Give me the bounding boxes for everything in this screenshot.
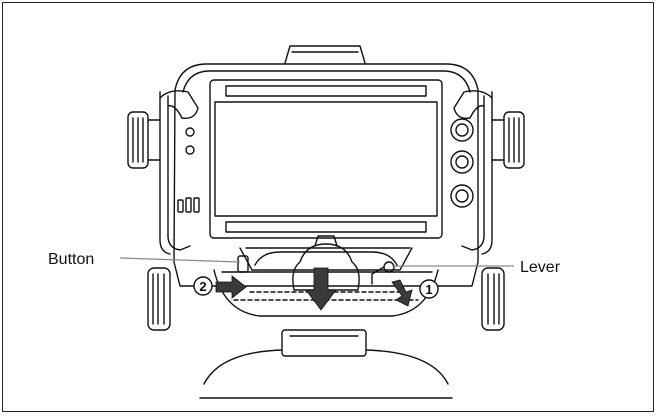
release-lever	[371, 261, 395, 285]
figure-frame	[2, 2, 654, 412]
base-mount	[199, 329, 453, 399]
lcd-screen	[209, 79, 443, 239]
lever-callout-label: Lever	[520, 259, 561, 276]
push-down-arrow	[305, 267, 337, 311]
right-side-dials	[450, 118, 474, 208]
left-upper-knob	[127, 111, 161, 169]
left-hood-arm	[159, 90, 199, 255]
release-button	[237, 255, 249, 273]
button-leader-line	[119, 257, 241, 263]
right-lower-knob	[481, 267, 505, 331]
button-callout-label: Button	[48, 251, 94, 268]
step2-marker: 2	[193, 276, 213, 296]
right-hood-arm	[453, 90, 493, 255]
svg-text:1: 1	[425, 282, 432, 297]
outer-housing	[173, 63, 479, 287]
top-clip	[284, 45, 366, 64]
step2-arrow	[215, 275, 247, 299]
left-lower-knob	[147, 267, 171, 331]
right-upper-knob	[491, 111, 525, 169]
svg-text:2: 2	[199, 279, 206, 294]
left-side-controls	[177, 127, 200, 213]
step1-marker: 1	[419, 279, 439, 299]
step1-arrow	[391, 279, 413, 307]
